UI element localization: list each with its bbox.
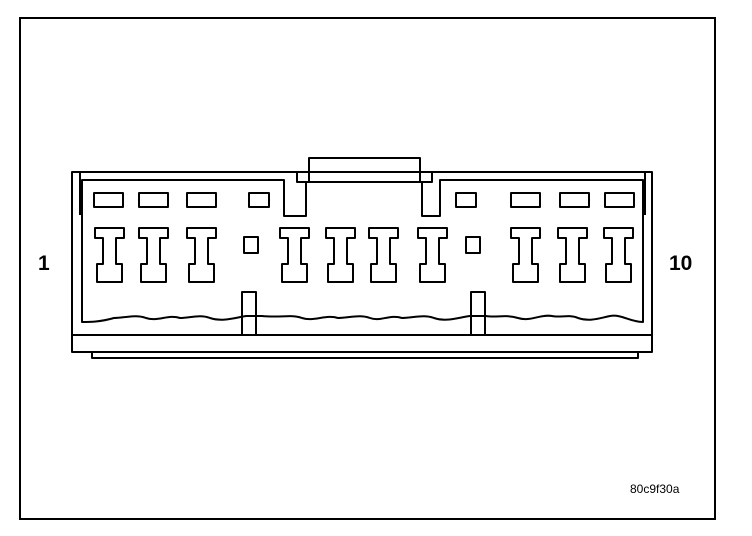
terminal-cavity [417, 227, 448, 283]
terminal-cavity [186, 227, 217, 283]
polarization-keys [243, 236, 481, 254]
pin-10-label: 10 [669, 252, 693, 275]
guide-ribs [241, 291, 486, 336]
terminal-cavity [279, 227, 310, 283]
terminal-cavity [368, 227, 399, 283]
terminal-cavity [94, 227, 125, 283]
terminal-cavity [325, 227, 356, 283]
terminal-cavity [557, 227, 588, 283]
terminal-cavity [138, 227, 169, 283]
top-openings [93, 192, 635, 208]
terminal-cavity [510, 227, 541, 283]
inner-cavity-outline [81, 179, 644, 323]
terminal-cavity [603, 227, 634, 283]
terminal-cavities [94, 227, 634, 283]
reference-code: 80c9f30a [630, 482, 680, 496]
pin-1-label: 1 [38, 252, 50, 275]
figure-frame [19, 17, 716, 520]
locking-tab [296, 157, 433, 183]
